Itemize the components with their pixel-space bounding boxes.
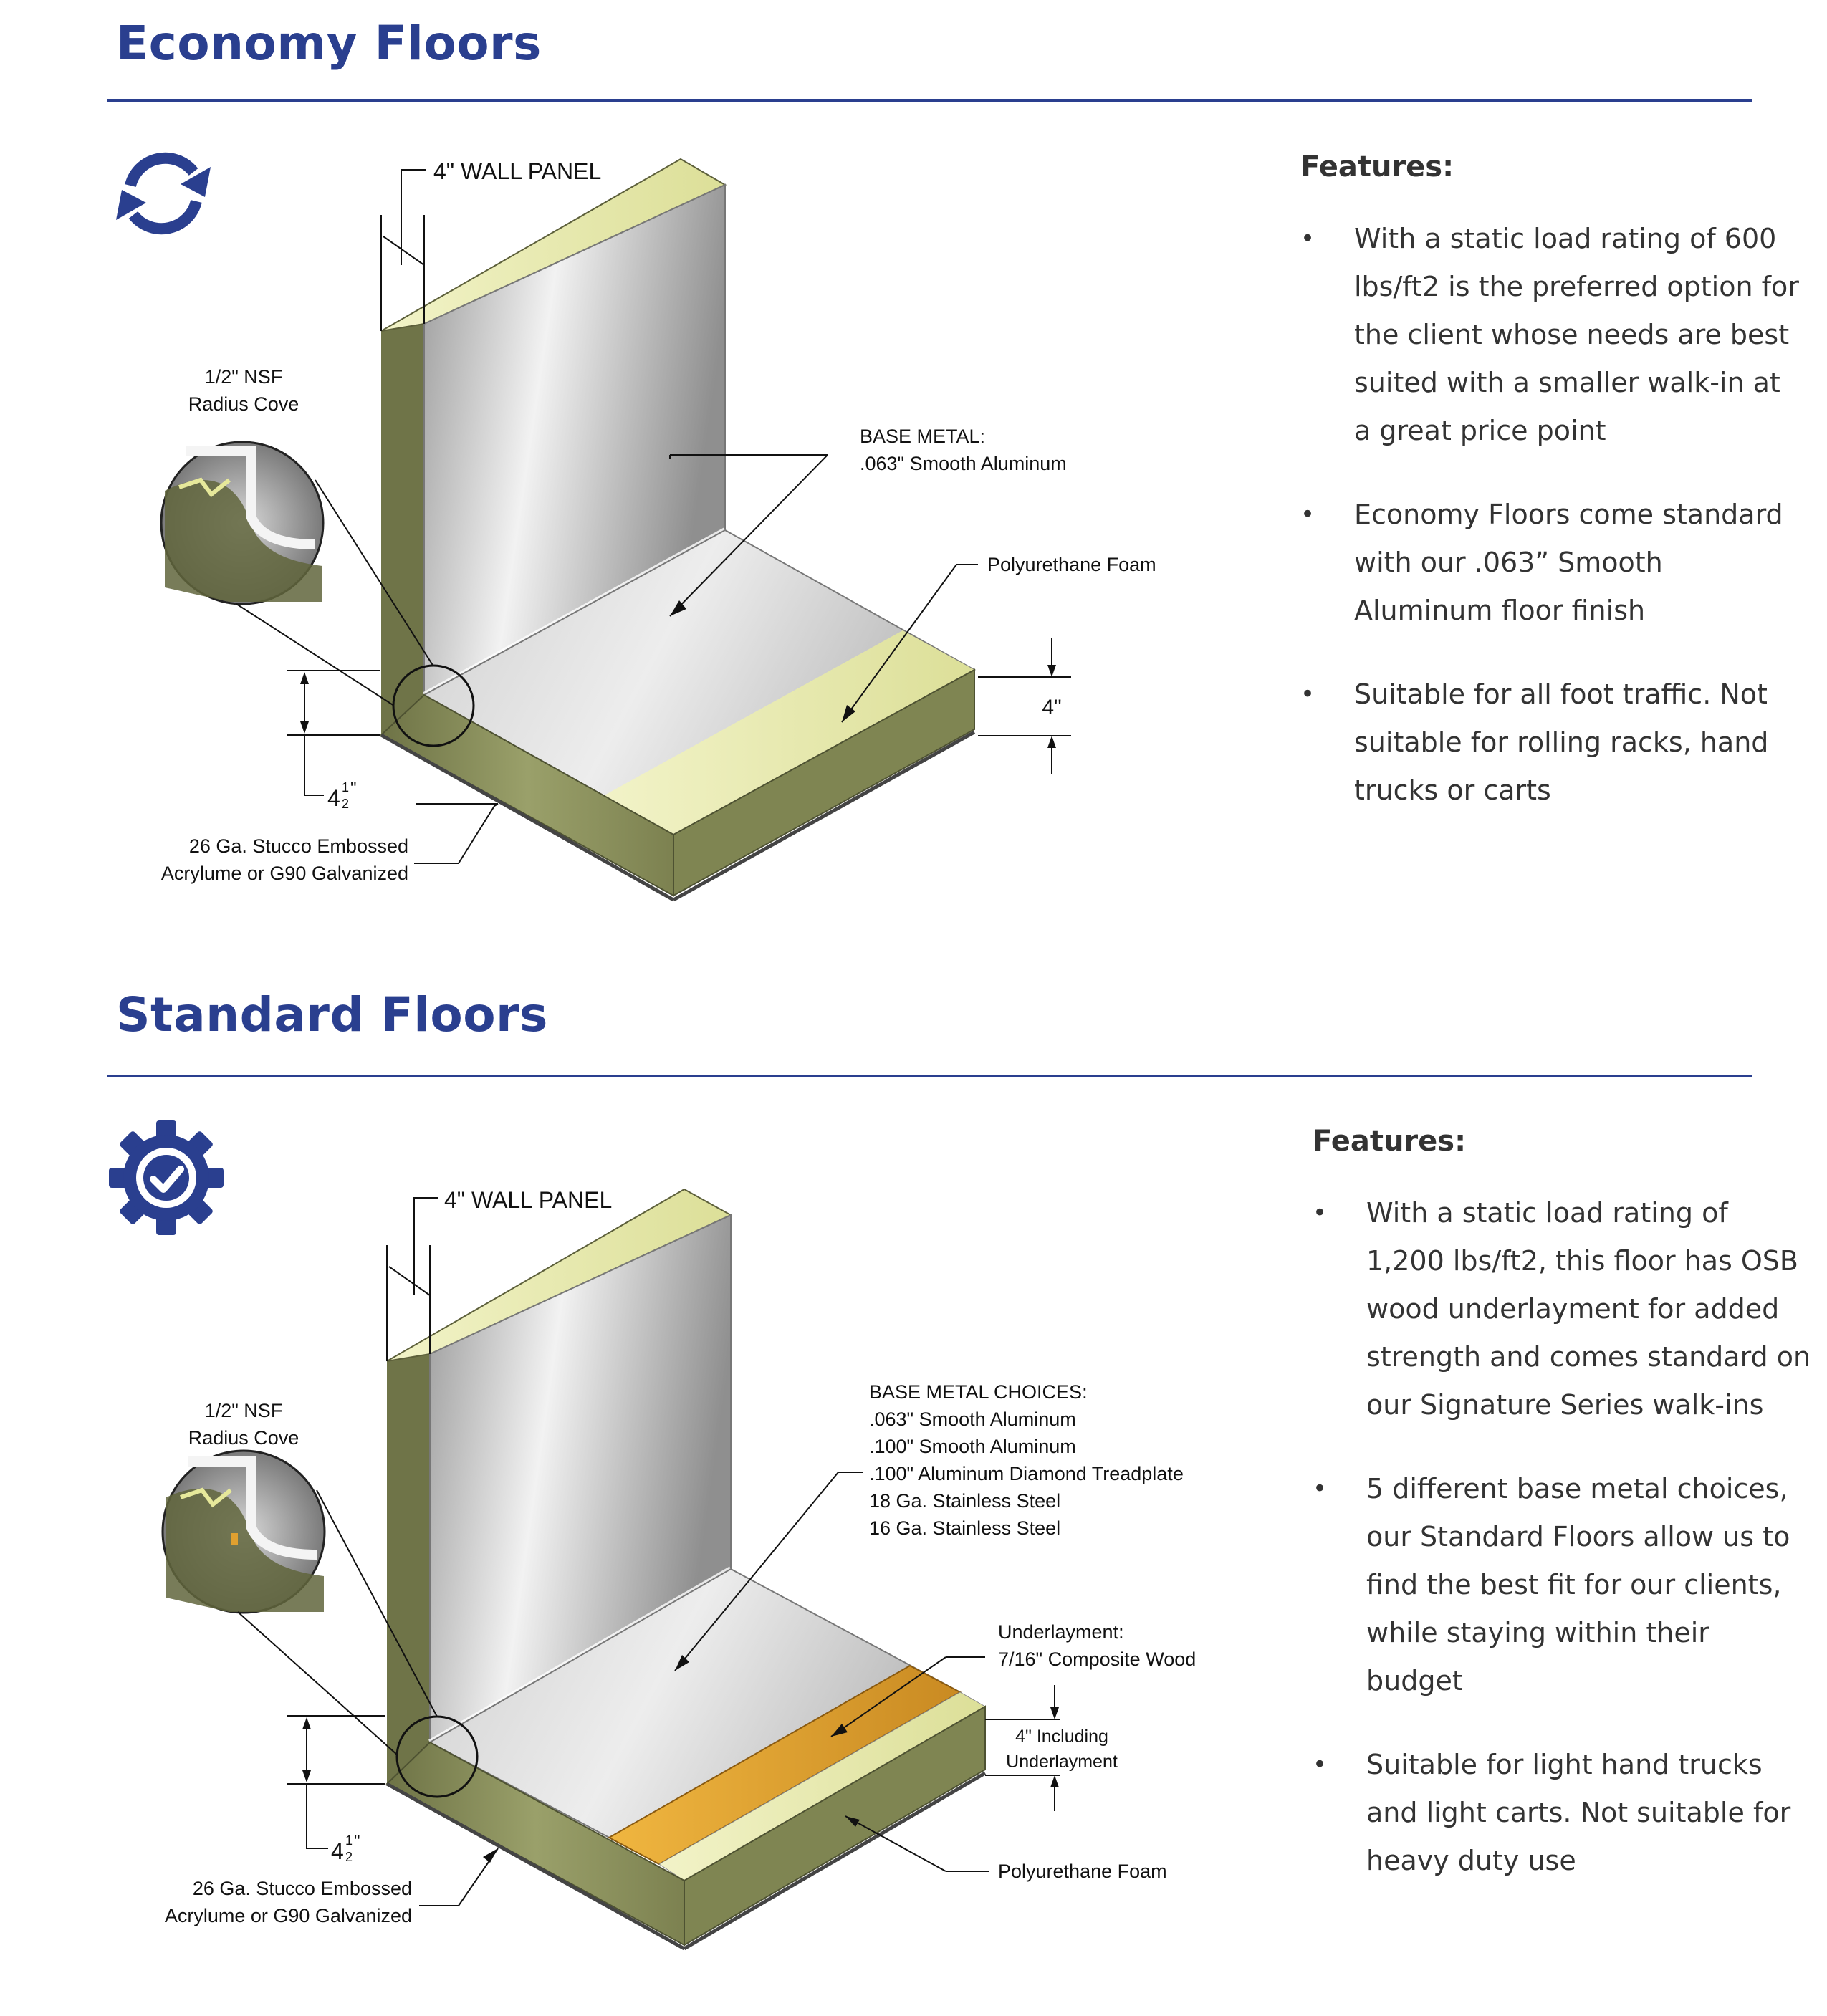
cove-label: Radius Cove	[188, 1427, 299, 1449]
height-numerator: 1	[345, 1833, 353, 1848]
base-metal-choice: .100" Aluminum Diamond Treadplate	[869, 1463, 1184, 1484]
features-panel: Features: With a static load rating of 6…	[1300, 150, 1802, 850]
thickness-label: 4" Including	[1015, 1727, 1108, 1747]
base-metal-choice: .100" Smooth Aluminum	[869, 1436, 1076, 1457]
features-panel: Features: With a static load rating of 1…	[1313, 1125, 1814, 1921]
standard-floors-section: Standard Floors	[0, 974, 1827, 2016]
base-metal-choice: 18 Ga. Stainless Steel	[869, 1490, 1060, 1512]
section-divider	[107, 99, 1752, 102]
feature-item: Economy Floors come standard with our .0…	[1300, 491, 1802, 635]
skin-label: 26 Ga. Stucco Embossed	[189, 835, 408, 857]
feature-item: Suitable for all foot traffic. Not suita…	[1300, 671, 1802, 815]
height-whole: 4	[331, 1838, 344, 1864]
sync-arrows-icon	[116, 152, 211, 235]
underlayment-label: 7/16" Composite Wood	[998, 1648, 1196, 1670]
feature-item: 5 different base metal choices, our Stan…	[1313, 1465, 1814, 1705]
cove-label: 1/2" NSF	[205, 366, 283, 388]
base-metal-choice: .063" Smooth Aluminum	[869, 1408, 1076, 1430]
cove-label: Radius Cove	[188, 393, 299, 415]
height-denominator: 2	[345, 1850, 353, 1864]
foam-label: Polyurethane Foam	[998, 1861, 1167, 1882]
skin-label: Acrylume or G90 Galvanized	[165, 1905, 412, 1926]
cove-label: 1/2" NSF	[205, 1400, 283, 1421]
base-metal-heading: BASE METAL CHOICES:	[869, 1381, 1088, 1403]
skin-label: Acrylume or G90 Galvanized	[161, 863, 408, 884]
section-title: Standard Floors	[116, 987, 548, 1042]
height-unit: "	[354, 1832, 360, 1851]
section-title: Economy Floors	[116, 16, 542, 71]
thickness-label: Underlayment	[1006, 1752, 1118, 1772]
section-divider	[107, 1075, 1752, 1077]
features-heading: Features:	[1313, 1125, 1467, 1158]
wall-panel-label: 4" WALL PANEL	[433, 158, 601, 184]
economy-floors-section: Economy Floors	[0, 0, 1827, 960]
height-denominator: 2	[342, 797, 349, 811]
feature-item: Suitable for light hand trucks and light…	[1313, 1741, 1814, 1885]
features-heading: Features:	[1300, 150, 1454, 183]
features-list: With a static load rating of 1,200 lbs/f…	[1313, 1189, 1814, 1885]
feature-item: With a static load rating of 1,200 lbs/f…	[1313, 1189, 1814, 1429]
base-metal-choice: 16 Ga. Stainless Steel	[869, 1517, 1060, 1539]
economy-floor-diagram: 4" WALL PANEL 1/2" NSF Radius Cove BASE …	[160, 158, 1156, 902]
features-list: With a static load rating of 600 lbs/ft2…	[1300, 215, 1802, 815]
foam-label: Polyurethane Foam	[987, 554, 1156, 575]
feature-item: With a static load rating of 600 lbs/ft2…	[1300, 215, 1802, 455]
skin-label: 26 Ga. Stucco Embossed	[193, 1878, 412, 1899]
height-whole: 4	[327, 785, 340, 811]
thickness-label: 4"	[1042, 696, 1061, 719]
gear-check-icon	[109, 1120, 224, 1235]
height-unit: "	[350, 779, 357, 798]
standard-floor-diagram: 4" WALL PANEL 1/2" NSF Radius Cove BASE …	[161, 1187, 1196, 1951]
base-metal-label: BASE METAL:	[860, 426, 985, 447]
underlayment-label: Underlayment:	[998, 1621, 1124, 1643]
wall-panel-label: 4" WALL PANEL	[444, 1187, 612, 1213]
base-metal-label: .063" Smooth Aluminum	[860, 453, 1067, 474]
height-numerator: 1	[342, 780, 349, 795]
